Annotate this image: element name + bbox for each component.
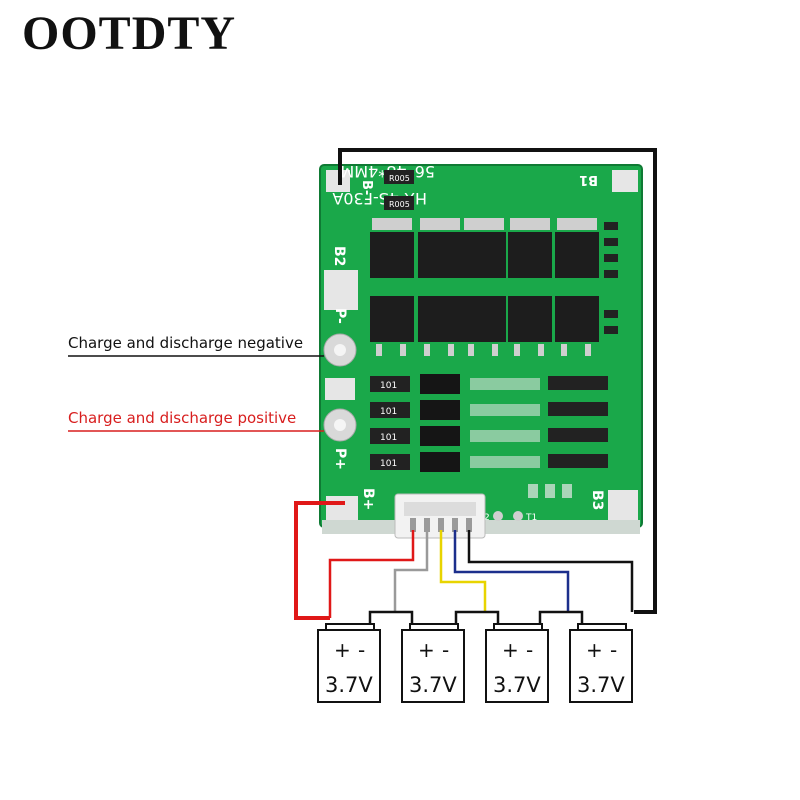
cell-3-minus: - bbox=[526, 638, 533, 662]
wire-positive-red bbox=[294, 501, 345, 620]
cell-2-voltage: 3.7V bbox=[409, 673, 457, 697]
pad-b1 bbox=[612, 170, 638, 192]
pad-b2 bbox=[324, 270, 358, 310]
test-point-t1 bbox=[513, 511, 523, 521]
cell-1-plus: + bbox=[334, 638, 351, 662]
battery-cell-4: + - 3.7V bbox=[569, 623, 633, 703]
smd-column-right bbox=[604, 222, 618, 334]
label-b2: B2 bbox=[331, 246, 347, 266]
cell-3-plus: + bbox=[502, 638, 519, 662]
protection-ic-row-1 bbox=[370, 374, 608, 394]
wire-balance-black bbox=[467, 530, 634, 612]
resistor-code-4: 101 bbox=[380, 407, 397, 417]
label-charge-discharge-negative: Charge and discharge negative bbox=[68, 334, 304, 352]
label-p-plus: P+ bbox=[332, 448, 348, 470]
resistor-r005-2 bbox=[384, 196, 414, 210]
series-link-2 bbox=[454, 610, 500, 630]
series-link-1 bbox=[368, 610, 414, 630]
resistor-r005-1 bbox=[384, 170, 414, 184]
resistor-code-6: 101 bbox=[380, 459, 397, 469]
label-b-plus: B+ bbox=[360, 488, 376, 510]
label-charge-discharge-positive: Charge and discharge positive bbox=[68, 409, 297, 427]
resistor-code-2: R005 bbox=[389, 200, 410, 209]
brand-logo: OOTDTY bbox=[22, 7, 237, 60]
protection-ic-row-4 bbox=[370, 452, 608, 472]
resistor-code-1: R005 bbox=[389, 174, 410, 183]
test-point-label-2: 2 bbox=[484, 513, 490, 523]
label-b-minus: B- bbox=[359, 180, 374, 195]
cell-1-minus: - bbox=[358, 638, 365, 662]
mosfet-row-top bbox=[370, 218, 599, 278]
series-link-3 bbox=[538, 610, 584, 630]
test-point-label-t1: T1 bbox=[525, 513, 537, 523]
wire-balance-red bbox=[328, 530, 415, 618]
label-p-minus: P- bbox=[332, 308, 348, 324]
cell-2-minus: - bbox=[442, 638, 449, 662]
label-b1: B1 bbox=[579, 172, 598, 187]
pad-b3 bbox=[608, 490, 638, 520]
cell-4-voltage: 3.7V bbox=[577, 673, 625, 697]
resistor-code-5: 101 bbox=[380, 433, 397, 443]
label-b3: B3 bbox=[589, 490, 605, 510]
pad-b-plus bbox=[326, 496, 358, 520]
cell-4-minus: - bbox=[610, 638, 617, 662]
cell-1-voltage: 3.7V bbox=[325, 673, 373, 697]
wire-balance-yellow bbox=[439, 530, 487, 612]
cell-2-plus: + bbox=[418, 638, 435, 662]
wire-negative-black bbox=[338, 148, 657, 614]
battery-cell-3: + - 3.7V bbox=[485, 623, 549, 703]
pad-mid bbox=[325, 378, 355, 400]
resistor-code-3: 101 bbox=[380, 381, 397, 391]
lower-smd-parts bbox=[528, 484, 572, 498]
test-point-2 bbox=[493, 511, 503, 521]
mosfet-row-bottom bbox=[370, 296, 599, 356]
wire-balance-gray bbox=[393, 530, 429, 612]
battery-cell-2: + - 3.7V bbox=[401, 623, 465, 703]
cell-4-plus: + bbox=[586, 638, 603, 662]
protection-ic-row-3 bbox=[370, 426, 608, 446]
wire-balance-blue bbox=[453, 530, 570, 612]
battery-cell-1: + - 3.7V bbox=[317, 623, 381, 703]
cell-3-voltage: 3.7V bbox=[493, 673, 541, 697]
protection-ic-row-2 bbox=[370, 400, 608, 420]
